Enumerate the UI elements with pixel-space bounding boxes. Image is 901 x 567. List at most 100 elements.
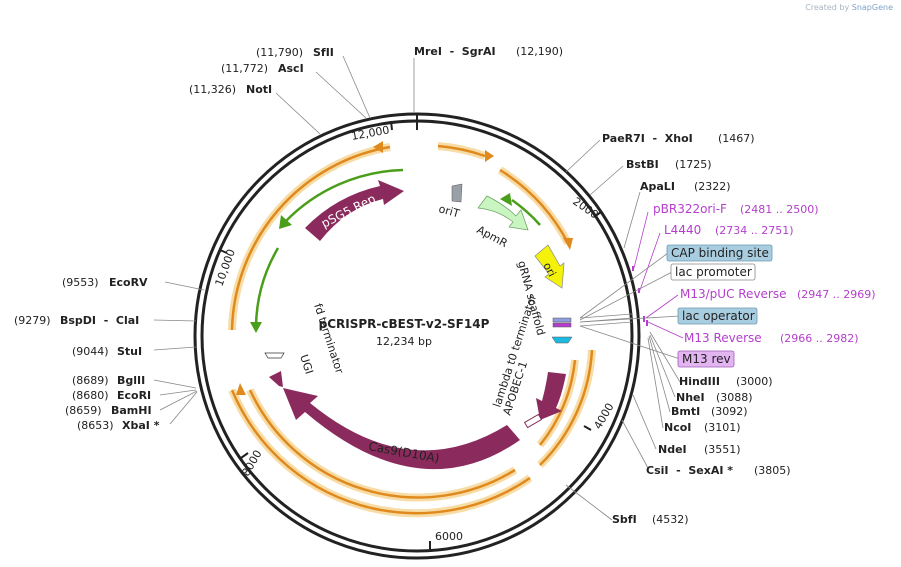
site-pos-sgrai: (12,190)	[516, 45, 563, 58]
site-name-sgrai: MreI - SgrAI	[414, 45, 496, 58]
primer-labels: pBR322ori-F (2481 .. 2500) L4440 (2734 .…	[653, 202, 876, 345]
green-arc-right	[511, 198, 541, 226]
cluster-line-2	[579, 317, 633, 323]
site-name-bglii: BglII	[117, 374, 145, 387]
primer-range-m13puc: (2947 .. 2969)	[797, 288, 876, 301]
tick-mark-10000	[219, 249, 228, 254]
left-site-lines	[153, 55, 371, 425]
site-pos-bamhi: (8659)	[65, 404, 102, 417]
tick-mark-4000	[583, 425, 592, 431]
primer-line-pbr322	[633, 211, 649, 269]
orange-arrowhead-1	[485, 150, 494, 162]
orange-arrowhead-4	[373, 141, 383, 153]
site-pos-ndei: (3551)	[704, 443, 741, 456]
primer-line-m13puc	[645, 294, 679, 319]
apmr-label: ApmR	[475, 223, 510, 250]
site-pos-ecorv: (9553)	[62, 276, 99, 289]
cas9-arrow	[283, 388, 520, 470]
orange-arc-bottom-inner	[248, 389, 516, 499]
ring-tick-10000: 10,000	[213, 247, 238, 288]
fd-terminator-label: fd terminator	[311, 302, 346, 376]
hatch-box	[523, 413, 543, 429]
site-pos-ecori: (8680)	[72, 389, 109, 402]
feature-line-cap	[579, 252, 669, 319]
snapgene-logo: SnapGene	[852, 3, 893, 12]
site-name-sbfi: SbfI	[612, 513, 637, 526]
green-arrowhead-right	[500, 193, 512, 206]
cluster-line-1	[579, 313, 633, 319]
site-line-apali	[623, 191, 641, 249]
right-site-labels: MreI - SgrAI (12,190) PaeR7I - XhoI (146…	[414, 45, 791, 526]
cluster-line-3	[579, 321, 633, 327]
site-pos-bglii: (8689)	[72, 374, 109, 387]
ori-label: ori	[540, 260, 558, 279]
site-name-clai: BspDI - ClaI	[60, 314, 139, 327]
primer-line-m13rev	[647, 321, 684, 339]
ring-tick-6000: 6000	[435, 530, 463, 543]
primer-line-l4440	[639, 232, 661, 291]
psg5-rep-arrow	[305, 180, 404, 241]
site-line-sfii	[342, 55, 371, 119]
site-line-nhei	[649, 334, 676, 398]
site-line-bmti	[648, 335, 671, 413]
left-site-labels: (11,790) SfII (11,772) AscI (11,326) Not…	[14, 46, 334, 432]
site-line-ecorv	[164, 281, 205, 291]
feature-line-m13rev	[579, 325, 681, 360]
site-name-bstbi: BstBI	[626, 158, 659, 171]
site-name-noti: NotI	[246, 83, 272, 96]
site-line-bstbi	[589, 165, 624, 196]
m13-rev-label: M13 rev	[682, 352, 731, 366]
fd-terminator-marker	[264, 352, 285, 359]
apobec-arrow	[536, 372, 566, 420]
site-name-ecori: EcoRI	[117, 389, 151, 402]
green-arrow-group	[254, 168, 541, 327]
plasmid-size: 12,234 bp	[376, 335, 432, 348]
site-pos-apali: (2322)	[694, 180, 731, 193]
site-pos-nhei: (3088)	[716, 391, 753, 404]
site-pos-sfii: (11,790)	[256, 46, 303, 59]
site-pos-sexai: (3805)	[754, 464, 791, 477]
green-arc-left	[254, 247, 280, 327]
cap-binding-label: CAP binding site	[671, 246, 769, 260]
site-pos-stui: (9044)	[72, 345, 109, 358]
site-pos-asci: (11,772)	[221, 62, 268, 75]
primer-name-m13rev: M13 Reverse	[684, 331, 762, 345]
site-line-claI	[153, 319, 197, 322]
primer-lines	[633, 211, 684, 339]
orange-arrowhead-2	[563, 238, 573, 250]
orange-arc-top-left	[230, 145, 391, 331]
site-line-stui	[153, 346, 197, 351]
site-name-xbai: XbaI *	[122, 419, 160, 432]
ring-tick-12000: 12,000	[350, 123, 390, 142]
green-arrowhead-left	[250, 322, 262, 333]
primer-name-pbr322: pBR322ori-F	[653, 202, 727, 216]
orange-arc-right-upper	[499, 168, 570, 244]
site-name-nhei: NheI	[676, 391, 705, 404]
site-pos-bmti: (3092)	[711, 405, 748, 418]
site-name-ndei: NdeI	[658, 443, 687, 456]
orange-arc-halo-right-upper	[497, 166, 572, 245]
site-name-asci: AscI	[278, 62, 304, 75]
grna-marker-2	[552, 322, 572, 328]
primer-range-l4440: (2734 .. 2751)	[715, 224, 794, 237]
site-pos-sbfi: (4532)	[652, 513, 689, 526]
apmr-arrow	[477, 195, 529, 231]
site-line-bamhi	[159, 390, 198, 411]
green-arrowhead-top	[279, 215, 292, 229]
site-name-sfii: SfII	[313, 46, 334, 59]
grna-marker-1	[552, 317, 572, 323]
site-line-ndei	[632, 394, 657, 450]
site-line-hindiii	[649, 331, 681, 383]
site-pos-xbai: (8653)	[77, 419, 114, 432]
site-line-ncoi	[647, 337, 664, 429]
primer-mark-1	[632, 266, 634, 271]
tick-mark-8000	[240, 452, 249, 459]
primer-name-l4440: L4440	[664, 223, 701, 237]
cluster-lines	[579, 313, 633, 327]
site-line-asci	[315, 71, 367, 119]
site-line-sbfi	[565, 484, 613, 521]
lac-operator-box	[677, 307, 758, 325]
primer-range-m13rev: (2966 .. 2982)	[780, 332, 859, 345]
ugi-arrow	[269, 371, 283, 387]
